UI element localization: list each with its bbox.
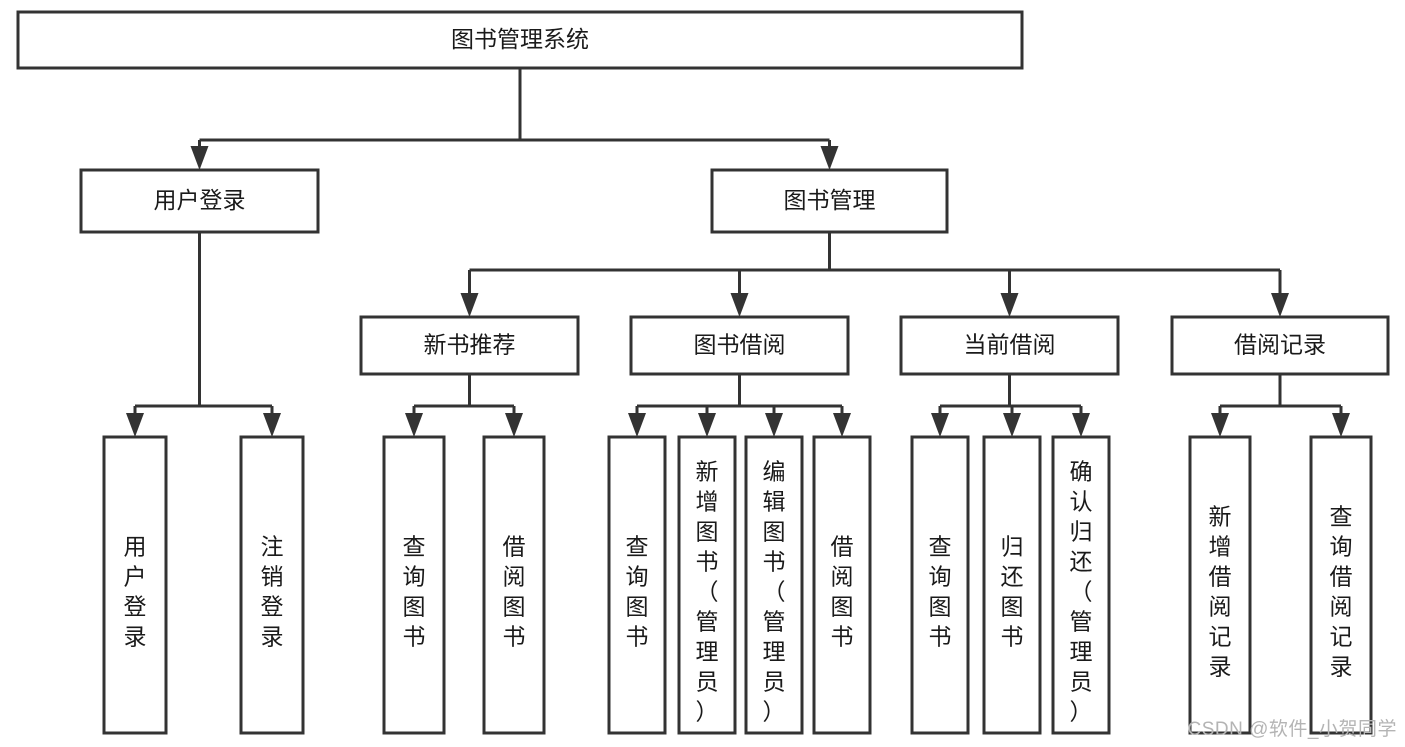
node-box-leaf-add-book-admin — [677, 435, 737, 735]
node-leaf-edit-book-admin[interactable]: 编辑图书（管理员） — [744, 435, 804, 735]
node-box-leaf-query-book-2 — [607, 435, 667, 735]
node-label-leaf-query-book-3: 查询图书 — [929, 533, 952, 649]
node-label-book-borrow: 图书借阅 — [694, 332, 786, 358]
node-leaf-borrow-book-1[interactable]: 借阅图书 — [482, 435, 546, 735]
connector-layer — [126, 68, 1350, 437]
node-label-borrow-record: 借阅记录 — [1234, 332, 1326, 358]
node-leaf-return-book[interactable]: 归还图书 — [982, 435, 1042, 735]
node-label-leaf-user-login: 用户登录 — [124, 533, 147, 649]
node-book-management[interactable]: 图书管理 — [710, 168, 949, 234]
node-book-borrow[interactable]: 图书借阅 — [629, 315, 850, 376]
node-user-login[interactable]: 用户登录 — [79, 168, 320, 234]
node-leaf-add-borrow-record[interactable]: 新增借阅记录 — [1188, 435, 1252, 735]
node-box-leaf-borrow-book-1 — [482, 435, 546, 735]
node-label-leaf-borrow-book-1: 借阅图书 — [503, 533, 526, 649]
node-leaf-add-book-admin[interactable]: 新增图书（管理员） — [677, 435, 737, 735]
node-box-user-login — [79, 168, 320, 234]
node-current-borrow[interactable]: 当前借阅 — [899, 315, 1120, 376]
node-leaf-query-book-2[interactable]: 查询图书 — [607, 435, 667, 735]
node-box-leaf-query-book-1 — [382, 435, 446, 735]
node-box-new-book-recommend — [359, 315, 580, 376]
node-leaf-query-book-3[interactable]: 查询图书 — [910, 435, 970, 735]
node-leaf-user-login[interactable]: 用户登录 — [102, 435, 168, 735]
node-leaf-query-book-1[interactable]: 查询图书 — [382, 435, 446, 735]
node-label-user-login: 用户登录 — [154, 187, 246, 213]
node-leaf-borrow-book-2[interactable]: 借阅图书 — [812, 435, 872, 735]
node-label-leaf-query-book-1: 查询图书 — [403, 533, 426, 649]
node-layer: 图书管理系统用户登录图书管理新书推荐图书借阅当前借阅借阅记录用户登录注销登录查询… — [16, 10, 1390, 735]
node-label-leaf-logout-login: 注销登录 — [261, 533, 284, 649]
node-box-book-management — [710, 168, 949, 234]
node-box-root — [16, 10, 1024, 70]
node-label-leaf-query-borrow-record: 查询借阅记录 — [1330, 503, 1353, 679]
node-label-current-borrow: 当前借阅 — [964, 332, 1056, 358]
node-label-leaf-add-borrow-record: 新增借阅记录 — [1209, 503, 1232, 679]
node-box-leaf-borrow-book-2 — [812, 435, 872, 735]
node-box-leaf-query-borrow-record — [1309, 435, 1373, 735]
node-box-leaf-query-book-3 — [910, 435, 970, 735]
node-label-root: 图书管理系统 — [451, 26, 589, 52]
node-root[interactable]: 图书管理系统 — [16, 10, 1024, 70]
node-new-book-recommend[interactable]: 新书推荐 — [359, 315, 580, 376]
node-label-leaf-edit-book-admin: 编辑图书（管理员） — [763, 458, 786, 724]
node-label-book-management: 图书管理 — [784, 187, 876, 213]
node-box-leaf-return-book — [982, 435, 1042, 735]
node-label-new-book-recommend: 新书推荐 — [424, 332, 516, 358]
node-label-leaf-borrow-book-2: 借阅图书 — [831, 533, 854, 649]
node-box-leaf-logout-login — [239, 435, 305, 735]
node-box-book-borrow — [629, 315, 850, 376]
node-label-leaf-query-book-2: 查询图书 — [626, 533, 649, 649]
node-label-leaf-add-book-admin: 新增图书（管理员） — [696, 458, 719, 724]
node-label-leaf-return-book: 归还图书 — [1001, 533, 1024, 649]
node-box-leaf-user-login — [102, 435, 168, 735]
node-leaf-confirm-return-admin[interactable]: 确认归还（管理员） — [1051, 435, 1111, 735]
node-borrow-record[interactable]: 借阅记录 — [1170, 315, 1390, 376]
node-box-leaf-add-borrow-record — [1188, 435, 1252, 735]
node-leaf-logout-login[interactable]: 注销登录 — [239, 435, 305, 735]
node-leaf-query-borrow-record[interactable]: 查询借阅记录 — [1309, 435, 1373, 735]
node-box-current-borrow — [899, 315, 1120, 376]
node-box-leaf-confirm-return-admin — [1051, 435, 1111, 735]
node-box-borrow-record — [1170, 315, 1390, 376]
node-box-leaf-edit-book-admin — [744, 435, 804, 735]
node-label-leaf-confirm-return-admin: 确认归还（管理员） — [1070, 458, 1093, 724]
